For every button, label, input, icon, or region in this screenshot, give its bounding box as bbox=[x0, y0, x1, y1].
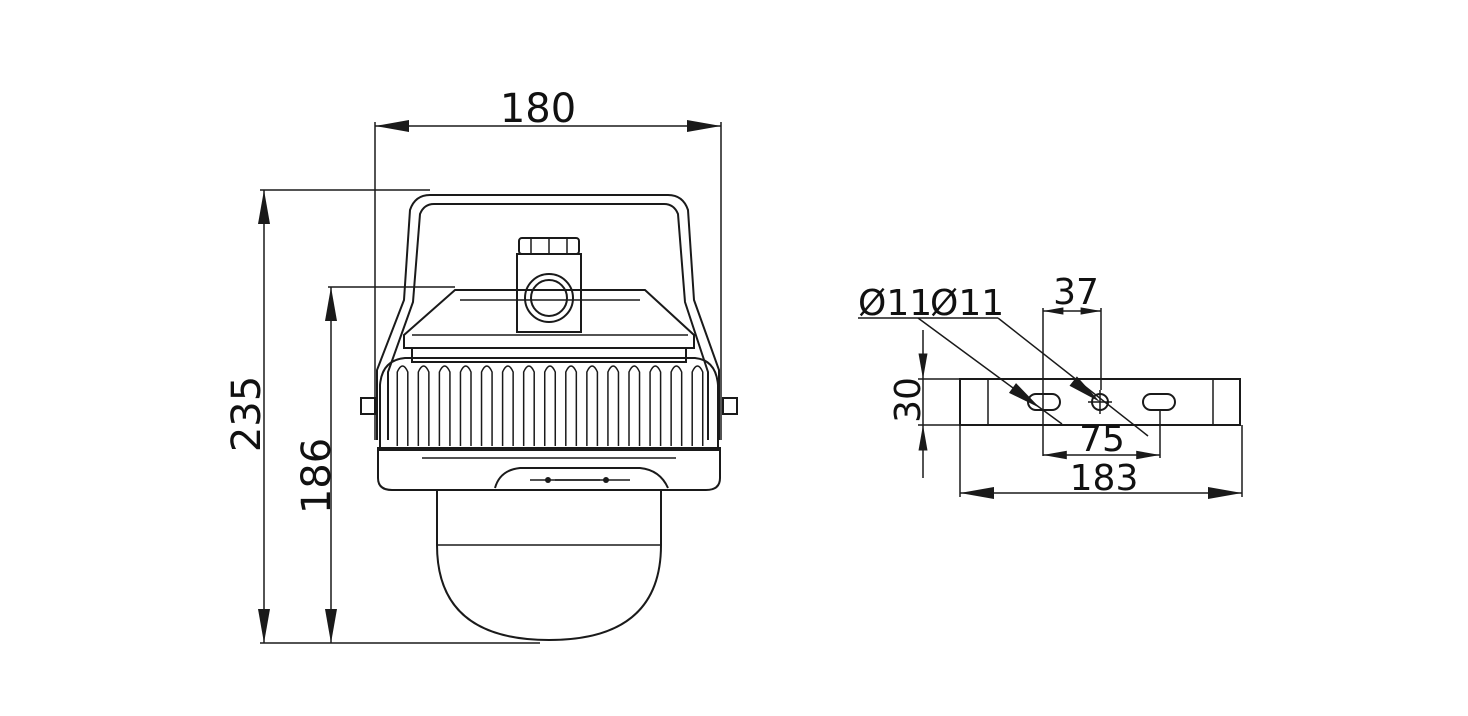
dimension-total-height: 235 bbox=[224, 189, 540, 644]
heat-sink-fin bbox=[522, 365, 535, 446]
heat-sink-fin bbox=[670, 365, 683, 446]
heat-sink-fin bbox=[501, 365, 514, 446]
heat-sink-fin bbox=[691, 365, 704, 446]
heat-sink-fin bbox=[649, 365, 662, 446]
heat-sink-fin bbox=[480, 365, 493, 446]
heat-sink-fin bbox=[628, 365, 641, 446]
heat-sink-fin bbox=[543, 365, 557, 446]
heat-sink-fin bbox=[459, 365, 472, 446]
heat-sink-fin bbox=[417, 365, 430, 446]
top-cover bbox=[403, 289, 695, 349]
body-height-label: 186 bbox=[294, 438, 340, 514]
hole-diameter-leaders: Ø11 Ø11 bbox=[858, 283, 1149, 437]
width-label: 180 bbox=[500, 86, 576, 132]
heat-sink-fin bbox=[438, 365, 451, 446]
dome-lens bbox=[436, 490, 662, 642]
dimension-hole-spacing: 75 bbox=[1043, 410, 1161, 460]
dimension-height: 30 bbox=[888, 330, 960, 478]
total-height-label: 235 bbox=[224, 376, 270, 452]
mounting-handle bbox=[376, 194, 720, 440]
heat-sink-fin bbox=[565, 365, 578, 446]
label-plate bbox=[494, 467, 669, 489]
side-bolt-right bbox=[722, 397, 738, 415]
hole-spacing-label: 75 bbox=[1079, 419, 1125, 460]
heat-sink bbox=[379, 357, 719, 451]
dimension-total-length: 183 bbox=[959, 425, 1243, 499]
heat-sink-fin bbox=[607, 365, 620, 446]
dimension-body-height: 186 bbox=[294, 286, 455, 643]
height-label: 30 bbox=[888, 377, 929, 423]
bracket-plate bbox=[959, 378, 1241, 426]
cable-gland bbox=[516, 237, 582, 333]
side-bolt-left bbox=[360, 397, 376, 415]
heat-sink-fins bbox=[396, 365, 704, 446]
total-length-label: 183 bbox=[1070, 458, 1139, 499]
heat-sink-fin bbox=[396, 365, 409, 446]
dimension-width: 180 bbox=[374, 86, 722, 440]
slot-hole-right bbox=[1142, 393, 1176, 411]
hole-diameter-label-2: Ø11 bbox=[930, 283, 1004, 324]
lamp-front-view bbox=[360, 194, 738, 642]
heat-sink-fin bbox=[586, 365, 599, 446]
dimension-center-width: 37 bbox=[1042, 272, 1102, 456]
center-width-label: 37 bbox=[1053, 272, 1099, 313]
hole-diameter-label-1: Ø11 bbox=[858, 283, 932, 324]
